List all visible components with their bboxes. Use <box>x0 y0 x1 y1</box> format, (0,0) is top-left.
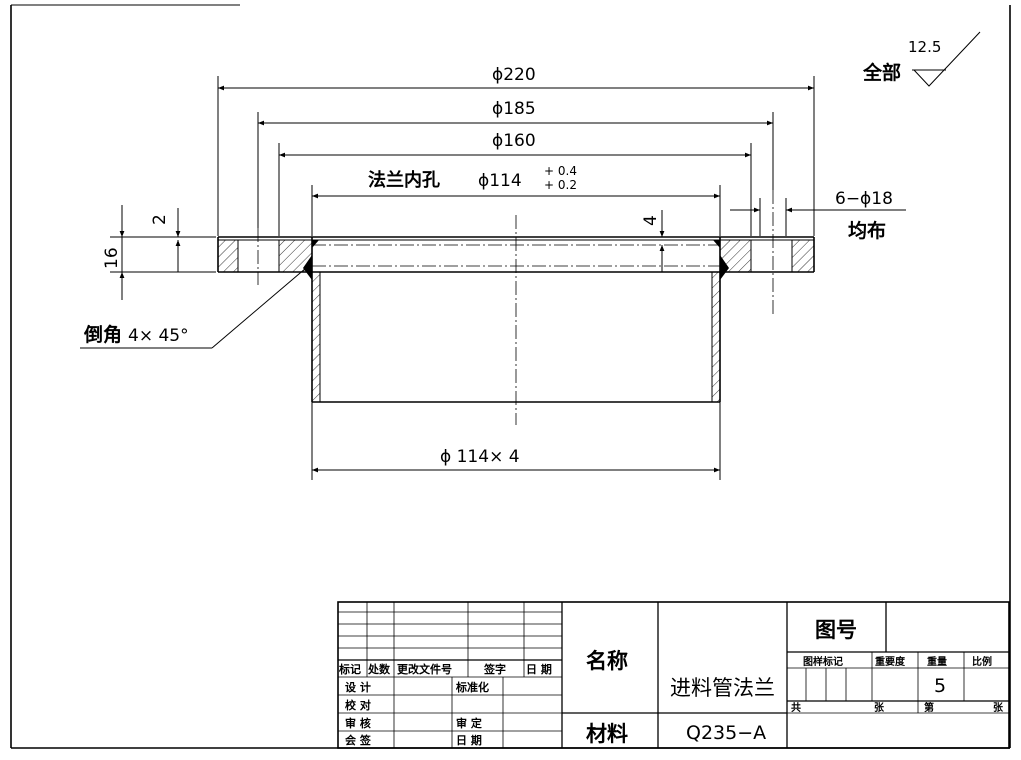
rev-header-mark: 标记 <box>338 662 361 676</box>
roughness-value: 12.5 <box>908 38 941 56</box>
sign-row-standard: 标准化 <box>455 680 489 694</box>
title-block: 标记 处数 更改文件号 签字 日 期 设 计 标准化 校 对 审 核 审 定 会… <box>337 601 1010 749</box>
weld-left-top <box>312 240 319 248</box>
holes-callout: 6−ϕ18 均布 <box>730 189 906 242</box>
dim-bolt-circle: ϕ185 <box>492 99 536 119</box>
material-value: Q235−A <box>686 722 766 744</box>
importance-label: 重要度 <box>875 655 906 668</box>
holes-note: 均布 <box>848 219 886 242</box>
rev-header-doc: 更改文件号 <box>397 662 452 676</box>
bolt-hole-right <box>751 240 792 272</box>
pipe <box>303 215 729 425</box>
dim-wall-step: 4 <box>641 215 661 226</box>
total-label: 共 <box>791 701 801 714</box>
sign-row-check: 校 对 <box>345 698 371 712</box>
bore-label: 法兰内孔 <box>368 169 440 191</box>
rev-header-sign: 签字 <box>483 662 506 676</box>
sign-row-approve: 审 定 <box>456 716 482 730</box>
dim-height-step: 2 <box>150 214 170 225</box>
sign-row-design: 设 计 <box>345 680 371 694</box>
dim-outer-diameter: ϕ220 <box>492 65 536 85</box>
rev-header-count: 处数 <box>367 662 391 676</box>
dim-pipe-size: ϕ 114× 4 <box>440 447 520 467</box>
flange-plate <box>217 190 815 315</box>
pipe-wall-left <box>312 272 320 402</box>
dim-raised-face: ϕ160 <box>492 131 536 151</box>
sheet-label: 张 <box>874 701 885 714</box>
nth-label: 第 <box>924 701 934 714</box>
horizontal-dimensions: ϕ220 ϕ185 ϕ160 法兰内孔 ϕ114 + 0.4 + 0.2 ϕ 1… <box>217 65 815 480</box>
bore-tol-upper: + 0.4 <box>544 164 577 178</box>
roughness-symbol <box>912 31 981 87</box>
sheet2-label: 张 <box>993 701 1004 714</box>
hatch-right-outer <box>792 240 814 272</box>
name-label: 名称 <box>586 649 628 673</box>
weight-label: 重量 <box>927 655 947 668</box>
hatch-left-outer <box>218 240 238 272</box>
roughness-label: 全部 <box>862 61 901 84</box>
chamfer-value: 4× 45° <box>128 326 189 346</box>
weld-right-top <box>713 240 720 248</box>
name-value: 进料管法兰 <box>670 676 775 700</box>
material-label: 材料 <box>586 722 628 746</box>
chamfer-callout: 倒角 4× 45° <box>80 267 307 349</box>
rev-header-date: 日 期 <box>526 662 552 676</box>
bore-tol-lower: + 0.2 <box>544 178 577 192</box>
drawing-no-label: 图号 <box>815 618 857 642</box>
weld-right-bottom <box>720 255 729 280</box>
vertical-dimensions: 16 2 4 <box>102 205 665 300</box>
sign-row-countersign: 会 签 <box>345 733 372 747</box>
dim-height-total: 16 <box>102 247 122 269</box>
roughness-note: 全部 12.5 <box>862 31 981 87</box>
weld-left-bottom <box>303 255 312 280</box>
weight-value: 5 <box>934 675 946 697</box>
pipe-wall-right <box>712 272 720 402</box>
stage-label: 图样标记 <box>803 655 843 668</box>
sign-row-review: 审 核 <box>345 716 371 730</box>
chamfer-label: 倒角 <box>83 323 122 346</box>
holes-count: 6−ϕ18 <box>835 189 893 209</box>
scale-label: 比例 <box>972 655 992 668</box>
bolt-hole-left <box>238 240 279 272</box>
bore-value: ϕ114 <box>478 171 522 191</box>
sign-row-date: 日 期 <box>456 733 482 747</box>
